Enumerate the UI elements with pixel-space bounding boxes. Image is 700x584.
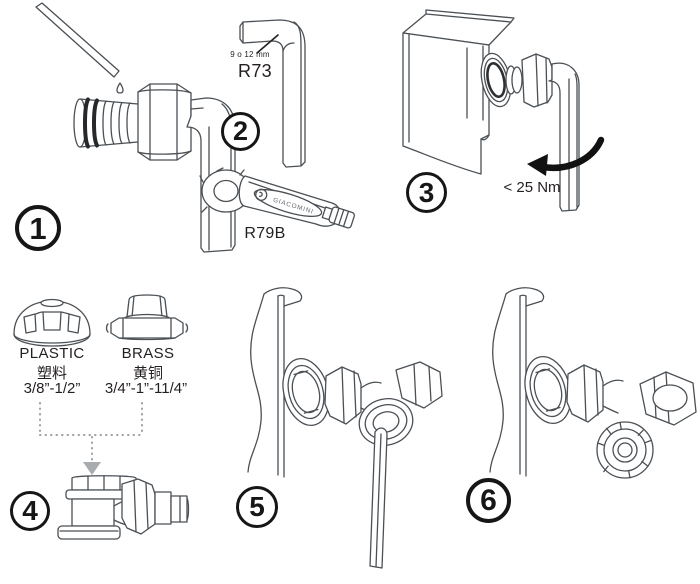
hex-size-label: 9 o 12 mm <box>230 50 270 59</box>
size-pointer-line <box>256 34 279 54</box>
plastic-material-label-cn: 塑料 <box>36 365 67 382</box>
step-5-panel: 5 <box>200 284 450 584</box>
allen-key-code-label: R73 <box>238 61 272 81</box>
sealant-applicator-icon <box>35 2 120 78</box>
tool-code-label: R79B <box>244 225 286 242</box>
step-1-panel: 1 <box>0 0 236 270</box>
guide-dotted-lines <box>39 402 143 461</box>
radiator <box>402 9 515 175</box>
step-5-badge: 5 <box>236 486 278 528</box>
valve-assembly <box>524 356 697 426</box>
plastic-sizes-label: 3/8”-1/2” <box>23 380 81 397</box>
plastic-cap-icon <box>13 298 91 347</box>
hex-key-icon <box>369 427 388 569</box>
tool-spline-tip <box>321 206 356 229</box>
step-1-badge: 1 <box>15 205 61 251</box>
step-1-number: 1 <box>29 210 47 246</box>
ghost-arrowhead-icon <box>83 462 101 475</box>
valve-knob-icon <box>596 421 654 479</box>
tool-r79b-icon: GIACOMINI <box>199 167 356 229</box>
brass-material-label: BRASS <box>121 345 175 362</box>
step3-mounting-illustration <box>402 9 605 212</box>
radiator-edge <box>247 287 303 478</box>
step-3-badge: 3 <box>406 172 447 213</box>
step-5-number: 5 <box>249 491 265 522</box>
step2-tools-illustration: GIACOMINI <box>199 19 356 229</box>
step6-knob-illustration <box>489 287 697 479</box>
step-3-number: 3 <box>418 176 435 208</box>
step-6-number: 6 <box>480 483 497 517</box>
step-6-badge: 6 <box>466 478 511 523</box>
step4-caps-illustration <box>13 294 190 540</box>
torque-arrow-icon <box>527 136 605 176</box>
step-3-panel: < 25 Nm 3 <box>380 0 700 270</box>
step-2-badge: 2 <box>221 112 260 151</box>
hex-key-icon <box>548 62 580 212</box>
valve-thread <box>73 97 139 149</box>
torque-label: < 25 Nm <box>503 179 561 196</box>
angle-valve-icon <box>57 475 190 540</box>
step-2-panel: GIACOMINI 9 o 12 mm R73 R79B 2 <box>195 0 380 262</box>
step5-adjust-illustration <box>247 287 443 569</box>
step-4-number: 4 <box>22 495 38 526</box>
valve-assembly <box>480 52 553 108</box>
brass-material-label-cn: 黄铜 <box>132 365 163 382</box>
step-4-panel: PLASTIC 塑料 3/8”-1/2” BRASS 黄铜 3/4”-1”-11… <box>0 284 200 584</box>
plastic-material-label: PLASTIC <box>19 345 85 362</box>
step-4-badge: 4 <box>10 491 50 531</box>
step-2-number: 2 <box>232 116 249 146</box>
brass-sizes-label: 3/4”-1”-11/4” <box>104 380 188 397</box>
union-nut <box>137 83 192 161</box>
sealant-drop-icon <box>116 82 124 94</box>
brass-cap-icon <box>105 294 189 341</box>
valve-assembly <box>282 358 443 446</box>
step-6-panel: 6 <box>450 284 700 584</box>
